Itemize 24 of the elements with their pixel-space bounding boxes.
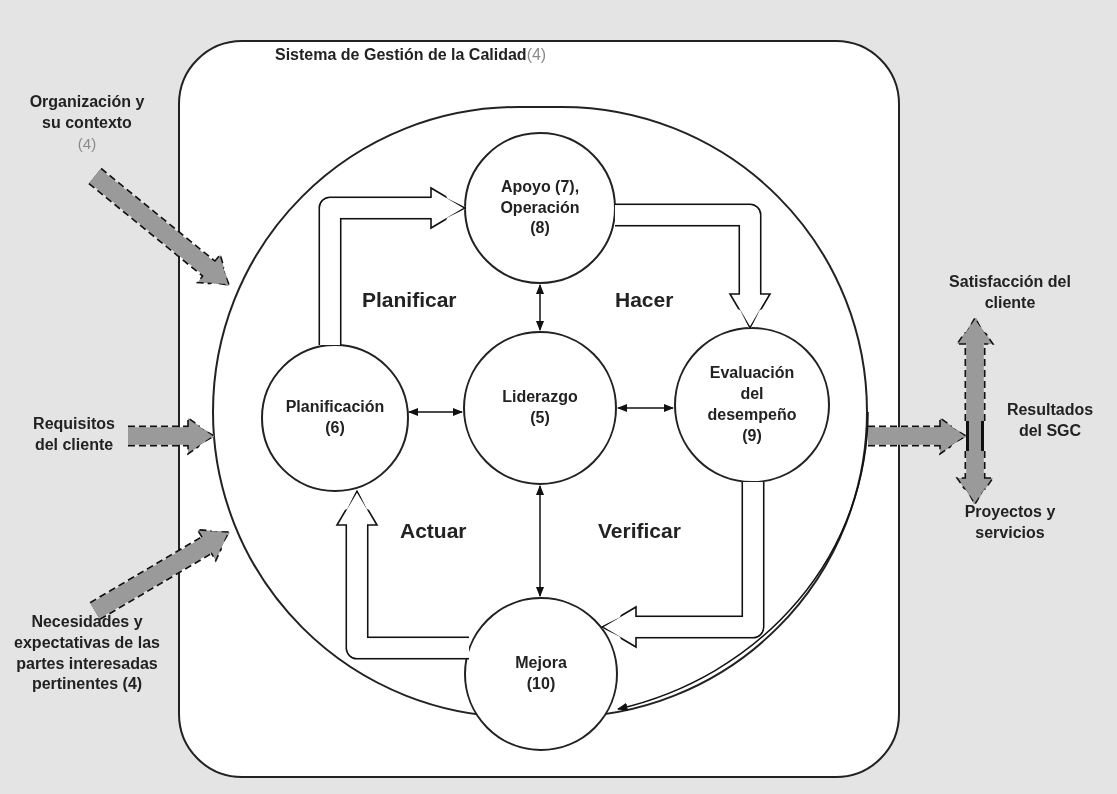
process-label: Liderazgo (5) <box>501 387 579 428</box>
process-label: Apoyo (7), Operación (8) <box>499 176 581 239</box>
phase-label: Verificar <box>598 518 681 544</box>
double-arrow <box>535 484 545 598</box>
clause-number: (4) <box>526 45 547 65</box>
phase-label: Hacer <box>615 287 674 313</box>
input-output-label: Necesidades y expectativas de las partes interesadas pertinentes (4) <box>13 612 161 695</box>
clause-number: (4) <box>77 133 97 154</box>
process-label: Evaluación del desempeño (9) <box>706 363 798 446</box>
process-label: Mejora (10) <box>514 653 568 694</box>
system-title: Sistema de Gestión de la Calidad <box>275 45 527 65</box>
input-output-label: Organización y su contexto <box>28 92 146 133</box>
input-output-label: Satisfacción del cliente <box>948 272 1072 313</box>
double-arrow <box>535 283 545 332</box>
double-arrow <box>616 403 675 413</box>
phase-label: Actuar <box>400 518 467 544</box>
input-output-label: Requisitos del cliente <box>32 414 116 455</box>
system-boundary <box>178 40 900 778</box>
input-output-label: Proyectos y servicios <box>963 502 1057 543</box>
output-label: Resultados del SGC <box>1005 400 1095 441</box>
phase-label: Planificar <box>362 287 457 313</box>
process-label: Planificación (6) <box>284 397 386 438</box>
double-arrow <box>407 407 464 417</box>
arrow <box>617 411 869 711</box>
